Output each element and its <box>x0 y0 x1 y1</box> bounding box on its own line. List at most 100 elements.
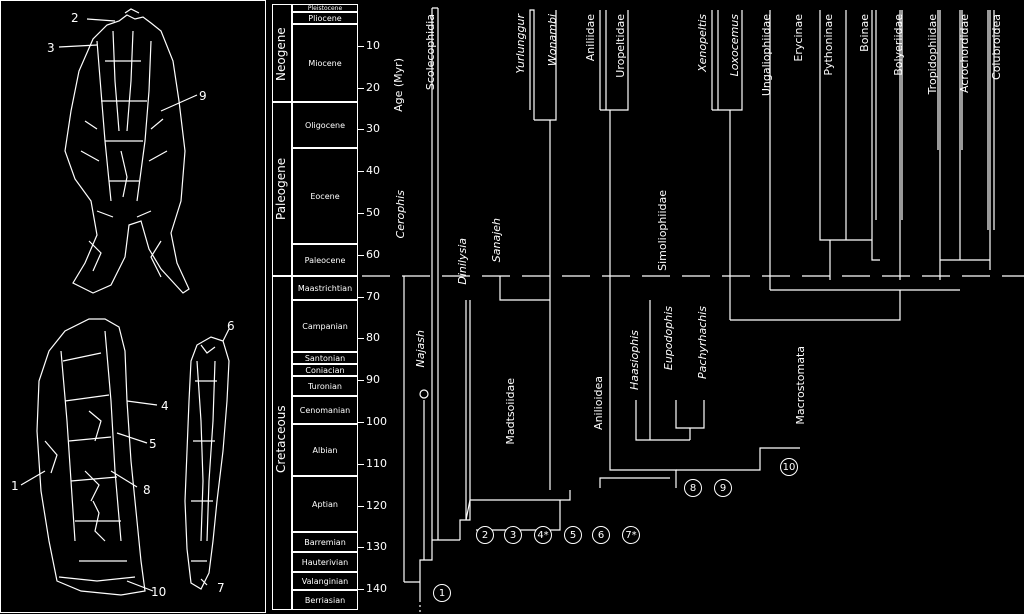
taxon-acrochordidae: Acrochordidae <box>958 14 971 93</box>
branch-macrostomata <box>676 447 800 471</box>
branch-trunk <box>403 276 460 600</box>
stage-oligocene: Oligocene <box>292 102 358 148</box>
callout-10: 10 <box>151 585 167 599</box>
taxon-haasiophis: Haasiophis <box>628 330 641 391</box>
taxon-simoliophiidae: Simoliophiidae <box>656 190 669 271</box>
stage-berriasian: Berriasian <box>292 590 358 610</box>
node-3: 3 <box>504 526 522 544</box>
callout-4: 4 <box>161 399 169 413</box>
stage-coniacian: Coniacian <box>292 364 358 376</box>
branch-scolecophidia <box>431 7 439 540</box>
node-8: 8 <box>684 479 702 497</box>
age-tick-label: 70 <box>366 289 380 303</box>
age-tick-label: 90 <box>366 373 380 387</box>
branch-xenopeltis-loxocemus <box>711 10 743 320</box>
age-tick-mark <box>358 171 364 173</box>
age-tick-mark <box>358 296 364 298</box>
age-tick-label: 60 <box>366 247 380 261</box>
stage-pleistocene: Pleistocene <box>292 4 358 12</box>
node-10: 10 <box>780 458 798 476</box>
node-4: 4* <box>534 526 552 544</box>
taxon-erycinae: Erycinae <box>792 14 805 62</box>
stage-aptian: Aptian <box>292 476 358 532</box>
stage-pliocene: Pliocene <box>292 12 358 24</box>
branch-booid-clade <box>730 10 991 321</box>
branch-aniliidae-uropeltidae <box>599 10 677 488</box>
geologic-timescale: Neogene Paleogene Cretaceous Pleistocene… <box>272 4 358 610</box>
taxon-boinae: Boinae <box>858 14 871 52</box>
taxon-xenopeltis: Xenopeltis <box>696 14 709 72</box>
callout-7: 7 <box>217 581 225 595</box>
age-tick-mark <box>358 129 364 131</box>
branch-deep-node <box>476 477 670 531</box>
stage-albian: Albian <box>292 424 358 476</box>
skull-dorsal-view <box>64 8 190 294</box>
node-2: 2 <box>476 526 494 544</box>
node-6: 6 <box>592 526 610 544</box>
taxon-loxocemus: Loxocemus <box>728 14 741 77</box>
stage-hauterivian: Hauterivian <box>292 552 358 572</box>
stage-campanian: Campanian <box>292 300 358 352</box>
callout-9: 9 <box>199 89 207 103</box>
node-5: 5 <box>564 526 582 544</box>
taxon-eupodophis: Eupodophis <box>662 306 675 371</box>
branch-dinilysia <box>459 300 471 540</box>
callout-2: 2 <box>71 11 79 25</box>
lower-jaw-view <box>184 336 230 590</box>
age-tick-mark <box>358 589 364 591</box>
age-tick-mark <box>358 463 364 465</box>
age-tick-mark <box>358 505 364 507</box>
taxon-dinilysia: Dinilysia <box>456 238 469 285</box>
taxon-yurlunggur: Yurlunggur <box>514 14 527 74</box>
branch-colubroid-extra <box>875 10 995 230</box>
node-9: 9 <box>714 479 732 497</box>
najash-tip-marker <box>419 389 429 399</box>
era-paleogene <box>272 102 292 276</box>
era-neogene <box>272 4 292 102</box>
taxon-uropeltidae: Uropeltidae <box>614 14 627 78</box>
stage-valanginian: Valanginian <box>292 572 358 590</box>
callout-leader-lines <box>20 18 230 592</box>
branch-simoliophiidae <box>635 300 705 441</box>
skull-lateral-view <box>36 318 146 596</box>
skull-illustration-panel: 1 2 3 4 5 6 7 8 9 10 <box>0 0 266 613</box>
age-tick-label: 30 <box>366 122 380 136</box>
age-tick-label: 140 <box>366 582 387 596</box>
stage-paleocene: Paleocene <box>292 244 358 276</box>
age-tick-label: 130 <box>366 540 387 554</box>
age-tick-label: 100 <box>366 415 387 428</box>
taxon-najash: Najash <box>414 330 427 368</box>
branch-sanajeh-yurlunggur-wonambi <box>499 9 557 490</box>
callout-5: 5 <box>149 437 157 451</box>
taxon-cerophis: Cerophis <box>394 190 407 239</box>
age-tick-label: 80 <box>366 331 380 345</box>
age-tick-mark <box>358 213 364 214</box>
taxon-ungaliophiidae: Ungaliophiidae <box>760 14 773 97</box>
age-tick-mark <box>358 380 364 382</box>
stage-cenomanian: Cenomanian <box>292 396 358 424</box>
callout-8: 8 <box>143 483 151 497</box>
taxon-wonambi: Wonambi <box>546 14 559 67</box>
age-tick-label: 20 <box>366 80 380 94</box>
stage-turonian: Turonian <box>292 376 358 396</box>
taxon-bolyeriidae: Bolyeriidae <box>892 14 905 76</box>
age-tick-label: 120 <box>366 498 387 512</box>
taxon-pachyrhachis: Pachyrhachis <box>696 306 709 379</box>
branch-madtsoiidae-node <box>465 490 571 521</box>
taxon-colubroidea: Colubroidea <box>990 14 1003 80</box>
node-7: 7* <box>622 526 640 544</box>
callout-6: 6 <box>227 319 235 333</box>
callout-1: 1 <box>11 479 19 493</box>
skull-drawings <box>20 8 230 596</box>
node-1: 1 <box>433 584 451 602</box>
age-tick-label: 10 <box>366 38 380 52</box>
stage-santonian: Santonian <box>292 352 358 364</box>
stage-maastrichtian: Maastrichtian <box>292 276 358 300</box>
age-tick-mark <box>358 254 364 256</box>
stage-eocene: Eocene <box>292 148 358 244</box>
age-tick-label: 50 <box>366 206 380 219</box>
age-tick-mark <box>358 422 364 423</box>
age-tick-mark <box>358 338 364 340</box>
era-cretaceous <box>272 276 292 610</box>
